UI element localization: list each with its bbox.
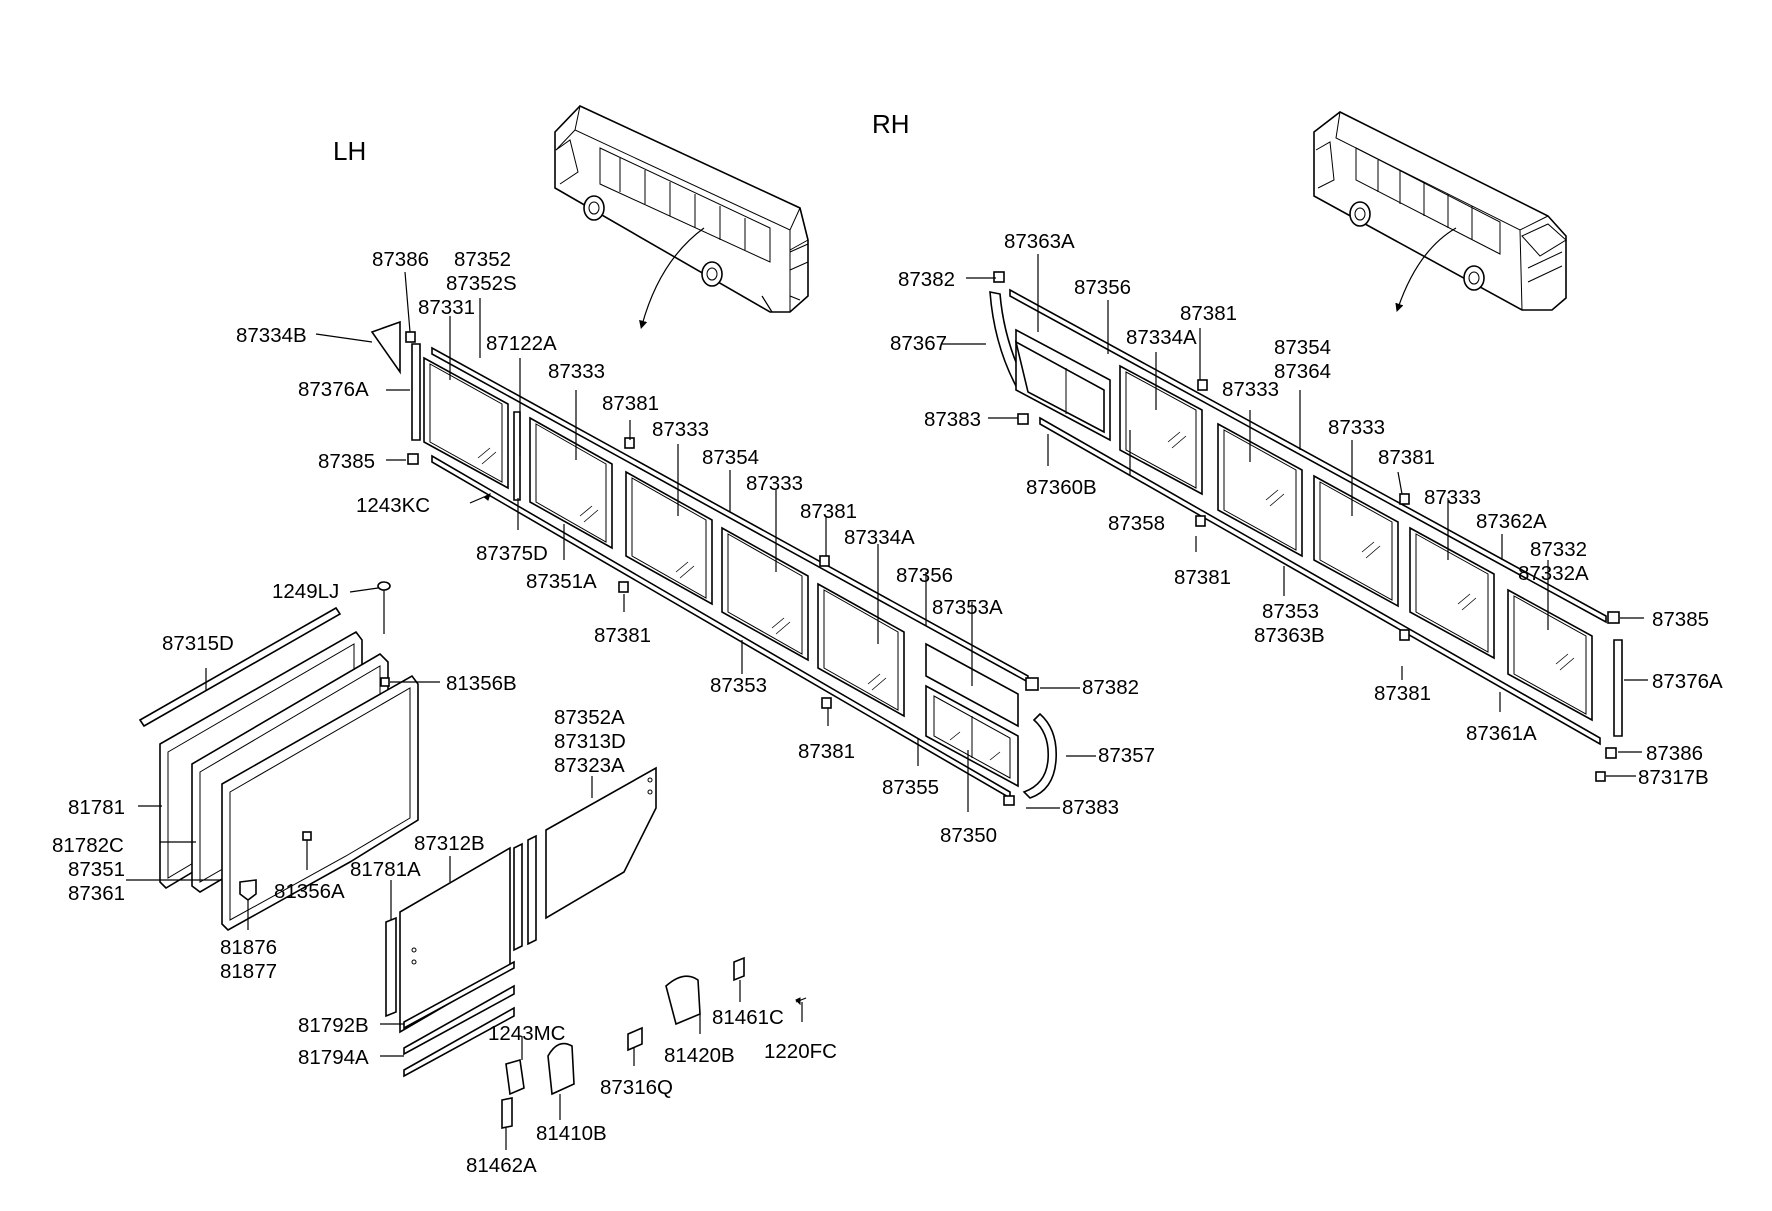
callout-rh-87334A: 87334A [1126,326,1197,349]
callout-87315D: 87315D [162,632,234,655]
callout-rh-87333-b: 87333 [1328,416,1385,439]
clip-87386 [405,331,416,343]
callout-rh-87356: 87356 [1074,276,1131,299]
callout-87122A: 87122A [486,332,557,355]
callout-rh-87354: 87354 [1274,336,1331,359]
callout-rh-87364: 87364 [1274,360,1331,383]
callout-87316Q: 87316Q [600,1076,673,1099]
callout-rh-87381-a: 87381 [1180,302,1237,325]
lh-window-assembly [370,320,1057,806]
callout-87331: 87331 [418,296,475,319]
callout-1243MC: 1243MC [488,1022,566,1045]
callout-rh-87332A: 87332A [1518,562,1589,585]
callout-87334A: 87334A [844,526,915,549]
clip-87385 [407,453,419,465]
callout-1220FC: 1220FC [764,1040,837,1063]
callout-87334B: 87334B [236,324,307,347]
callout-81420B: 81420B [664,1044,735,1067]
lh-window-panels [423,356,1019,788]
callout-81794A: 81794A [298,1046,369,1069]
callout-rh-87382: 87382 [898,268,955,291]
callout-87356: 87356 [896,564,953,587]
left-hand-side-label: LH [333,136,366,166]
callout-rh-87381-c: 87381 [1174,566,1231,589]
callout-rh-87363B: 87363B [1254,624,1325,647]
callout-87353: 87353 [710,674,767,697]
callout-81781: 81781 [68,796,125,819]
callout-81461C: 81461C [712,1006,784,1029]
callout-rh-87360B: 87360B [1026,476,1097,499]
callout-87383: 87383 [1062,796,1119,819]
callout-87351A: 87351A [526,570,597,593]
callout-87352S: 87352S [446,272,517,295]
callout-rh-87332: 87332 [1530,538,1587,561]
callout-rh-87383: 87383 [924,408,981,431]
callout-81877: 81877 [220,960,277,983]
callout-87313D: 87313D [554,730,626,753]
callout-87353A: 87353A [932,596,1003,619]
callout-87323A: 87323A [554,754,625,777]
lh-door-assembly [138,581,807,1129]
callout-81356A: 81356A [274,880,345,903]
callout-1243KC: 1243KC [356,494,430,517]
callout-rh-87353: 87353 [1262,600,1319,623]
callout-labels: 87386 87352 87352S 87331 87122A 87334B 8… [52,230,1723,1177]
callout-81876: 81876 [220,936,277,959]
callout-81462A: 81462A [466,1154,537,1177]
rh-window-assembly [989,271,1623,782]
callout-87333-b: 87333 [652,418,709,441]
callout-rh-87376A: 87376A [1652,670,1723,693]
callout-81356B: 81356B [446,672,517,695]
callout-rh-87363A: 87363A [1004,230,1075,253]
callout-87350: 87350 [940,824,997,847]
callout-rh-87358: 87358 [1108,512,1165,535]
callout-87355: 87355 [882,776,939,799]
callout-87357: 87357 [1098,744,1155,767]
callout-87352: 87352 [454,248,511,271]
leader-lines [126,254,1648,1150]
callout-1249LJ: 1249LJ [272,580,339,603]
right-hand-side-label: RH [872,109,910,139]
callout-87351: 87351 [68,858,125,881]
callout-81410B: 81410B [536,1122,607,1145]
callout-rh-87333-a: 87333 [1222,378,1279,401]
callout-87381-c: 87381 [594,624,651,647]
callout-87312B: 87312B [414,832,485,855]
callout-87381-d: 87381 [798,740,855,763]
callout-rh-87385: 87385 [1652,608,1709,631]
callout-87361: 87361 [68,882,125,905]
rh-bus-illustration [1313,111,1567,312]
callout-87381-b: 87381 [800,500,857,523]
callout-rh-87381-d: 87381 [1374,682,1431,705]
callout-rh-87362A: 87362A [1476,510,1547,533]
callout-87382: 87382 [1082,676,1139,699]
callout-87375D: 87375D [476,542,548,565]
callout-rh-87317B: 87317B [1638,766,1709,789]
callout-rh-87381-b: 87381 [1378,446,1435,469]
callout-87376A: 87376A [298,378,369,401]
callout-87385: 87385 [318,450,375,473]
callout-87354: 87354 [702,446,759,469]
callout-87333-a: 87333 [548,360,605,383]
callout-rh-87361A: 87361A [1466,722,1537,745]
lh-bus-illustration [554,105,809,330]
callout-87381-a: 87381 [602,392,659,415]
callout-81781A: 81781A [350,858,421,881]
callout-rh-87333-c: 87333 [1424,486,1481,509]
callout-rh-87386: 87386 [1646,742,1703,765]
callout-81782C: 81782C [52,834,124,857]
callout-rh-87367: 87367 [890,332,947,355]
callout-87333-c: 87333 [746,472,803,495]
callout-87386: 87386 [372,248,429,271]
callout-87352A: 87352A [554,706,625,729]
callout-81792B: 81792B [298,1014,369,1037]
